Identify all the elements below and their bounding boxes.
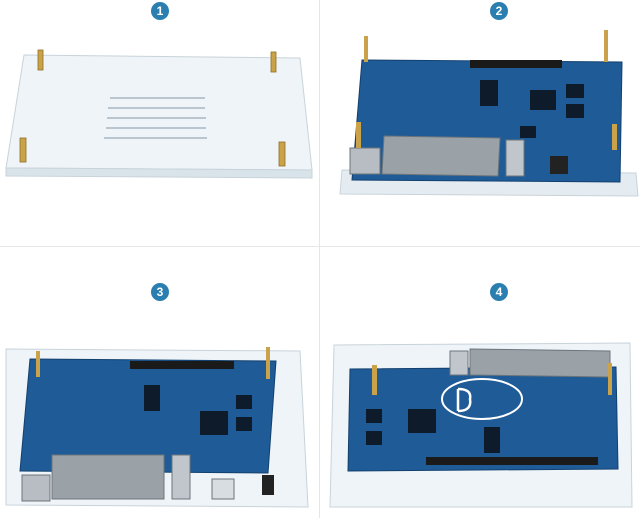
step-2-panel: 2 <box>320 0 640 259</box>
step-1-badge: 1 <box>151 2 169 20</box>
step-4-closed-case-photo <box>329 342 633 508</box>
step-3-side-walls-photo <box>5 347 309 508</box>
vertical-divider <box>319 0 320 518</box>
step-3-panel: 3 <box>0 259 320 518</box>
step-3-badge: 3 <box>151 283 169 301</box>
step-2-badge: 2 <box>490 2 508 20</box>
step-1-acrylic-plate-photo <box>5 49 313 179</box>
step-2-board-on-base-photo <box>339 30 639 197</box>
step-4-panel: 4 <box>320 259 640 518</box>
banana-pi-logo-icon <box>456 387 472 413</box>
step-1-panel: 1 <box>0 0 320 259</box>
horizontal-divider <box>0 246 640 247</box>
step-4-badge: 4 <box>490 283 508 301</box>
